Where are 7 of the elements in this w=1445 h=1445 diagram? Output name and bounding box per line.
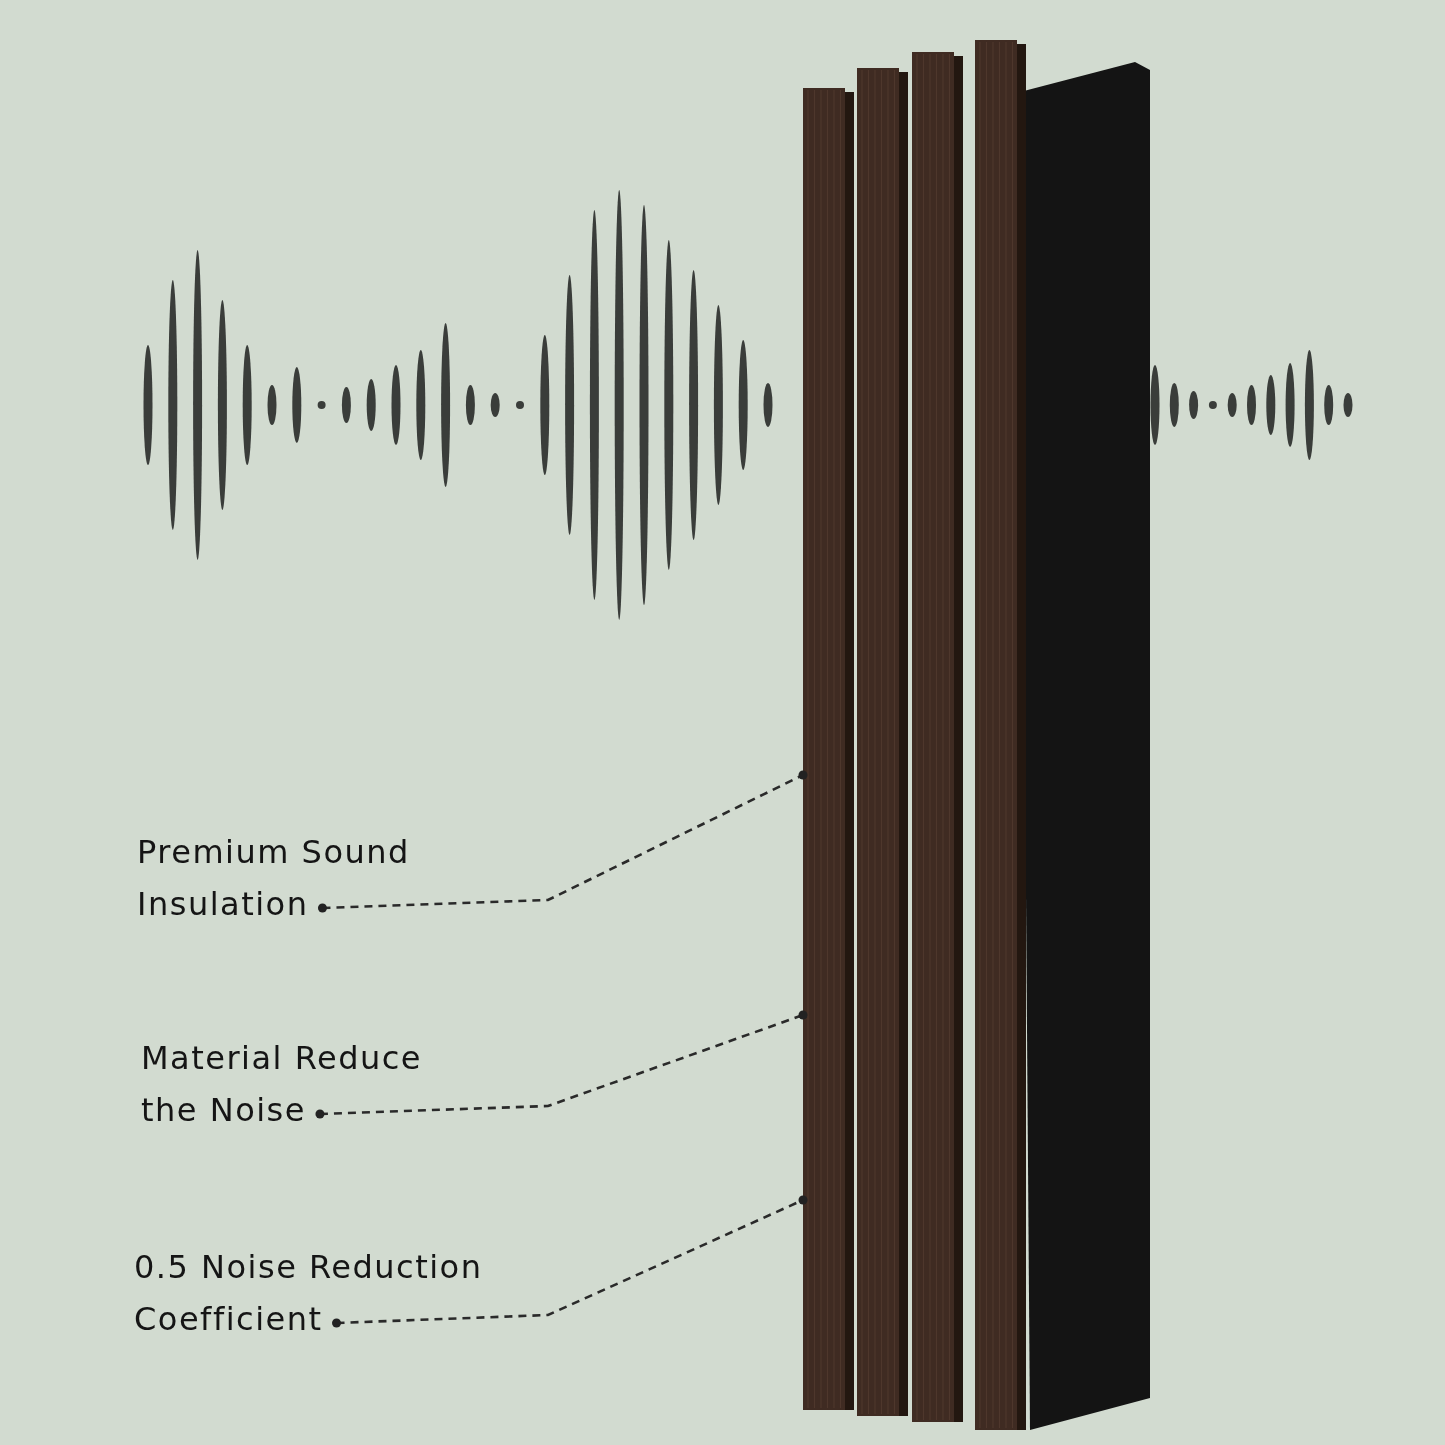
leader-line <box>317 770 808 913</box>
callout-text: Premium Sound Insulation <box>137 826 467 930</box>
leader-line <box>315 1010 808 1119</box>
callout-text: 0.5 Noise Reduction Coefficient <box>134 1241 534 1345</box>
leader-line <box>332 1195 808 1328</box>
acoustic-panel-drawing <box>803 40 1150 1430</box>
callout-text: Material Reduce the Noise <box>141 1032 481 1136</box>
